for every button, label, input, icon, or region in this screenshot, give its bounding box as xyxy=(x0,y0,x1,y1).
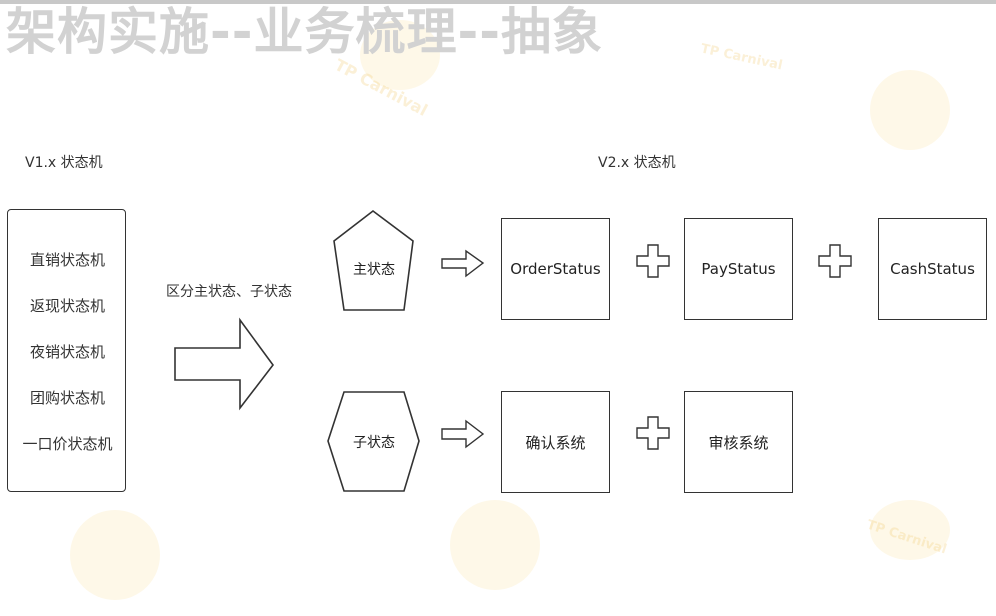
review-system-box: 审核系统 xyxy=(684,391,793,493)
watermark-mascot xyxy=(360,20,440,90)
v1-item: 团购状态机 xyxy=(29,389,105,407)
plus-icon xyxy=(636,244,670,278)
pay-status-box: PayStatus xyxy=(684,218,793,320)
watermark-mascot xyxy=(870,70,950,150)
big-arrow-icon xyxy=(174,317,275,411)
small-arrow-icon xyxy=(441,419,485,449)
hexagon-shape xyxy=(327,391,420,492)
v1-heading: V1.x 状态机 xyxy=(25,155,103,171)
top-rule xyxy=(0,0,996,4)
sub-state-label: 子状态 xyxy=(353,435,395,451)
watermark-mascot xyxy=(70,510,160,600)
plus-icon xyxy=(818,244,852,278)
v1-item: 返现状态机 xyxy=(29,297,105,315)
v1-item: 夜销状态机 xyxy=(29,343,105,361)
small-arrow-icon xyxy=(441,249,485,278)
v1-item: 一口价状态机 xyxy=(22,435,113,453)
plus-icon xyxy=(636,416,670,450)
pentagon-shape xyxy=(333,209,414,311)
cash-status-box: CashStatus xyxy=(878,218,987,320)
confirm-system-box: 确认系统 xyxy=(501,391,610,493)
transition-label: 区分主状态、子状态 xyxy=(166,284,292,300)
main-state-label: 主状态 xyxy=(353,262,395,278)
v1-item: 直销状态机 xyxy=(29,251,105,269)
v1-state-machine-list: 直销状态机 返现状态机 夜销状态机 团购状态机 一口价状态机 xyxy=(7,209,126,492)
watermark-mascot xyxy=(870,500,950,560)
v2-heading: V2.x 状态机 xyxy=(598,155,676,171)
page-title: 架构实施--业务梳理--抽象 xyxy=(6,3,604,61)
watermark-mascot xyxy=(450,500,540,590)
order-status-box: OrderStatus xyxy=(501,218,610,320)
